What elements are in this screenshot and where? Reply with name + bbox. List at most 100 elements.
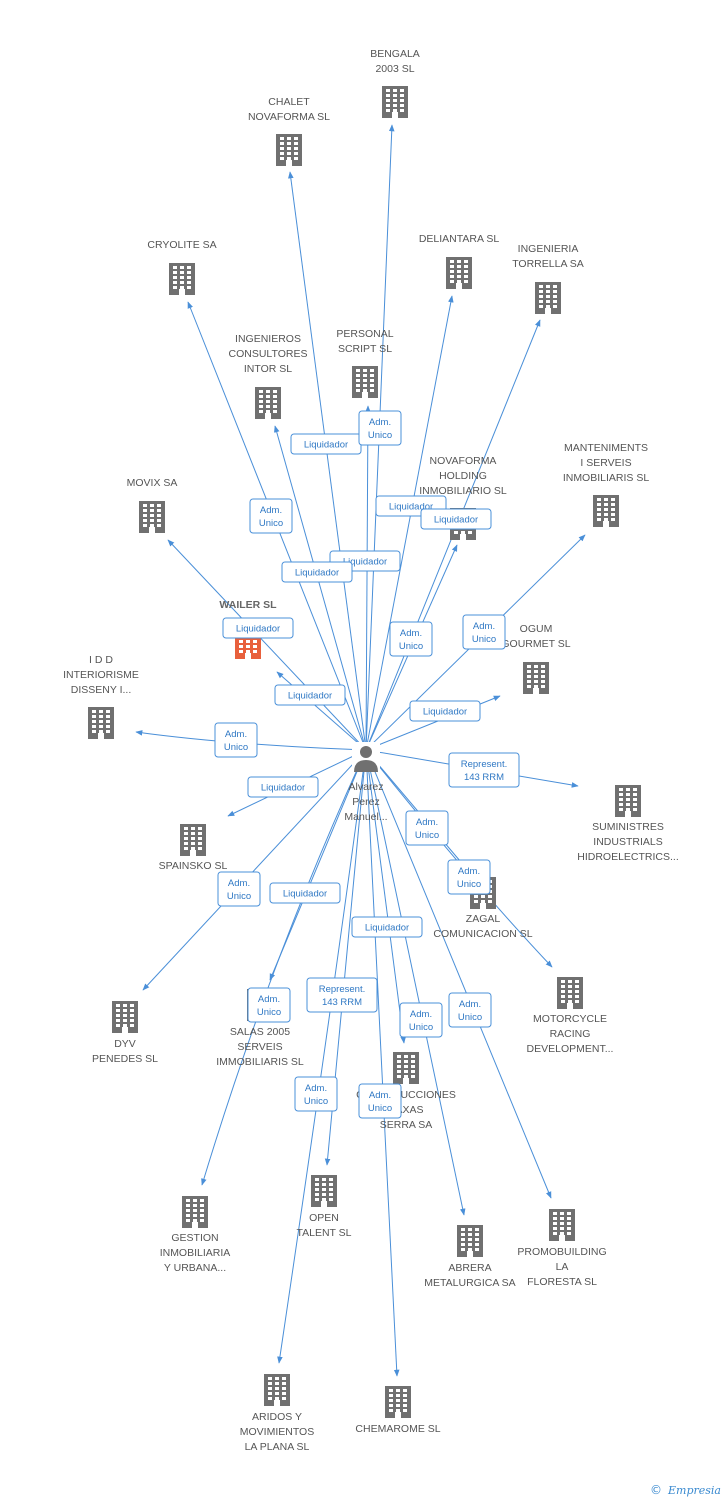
building-icon — [311, 1175, 337, 1207]
edge-label[interactable]: Represent. 143 RRM — [306, 977, 378, 1013]
company-label-line: HIDROELECTRICS... — [577, 851, 679, 863]
company-node-cryolite[interactable]: CRYOLITE SA — [147, 239, 217, 295]
edge-label[interactable]: Liquidador — [281, 561, 353, 583]
building-icon — [385, 1386, 411, 1418]
edge-label[interactable]: Adm.Unico — [247, 987, 291, 1023]
edge-label[interactable]: Adm. Unico — [462, 614, 506, 650]
edge-wailer — [276, 671, 367, 751]
edge-label-text: Liquidador — [261, 783, 305, 794]
company-label-line: INTERIORISME — [63, 669, 139, 681]
company-node-suministres[interactable]: SUMINISTRESINDUSTRIALSHIDROELECTRICS... — [577, 785, 679, 863]
edge-label[interactable]: Adm.Unico — [358, 410, 402, 446]
person-node[interactable]: AlvarezPerezManuel... — [344, 742, 388, 823]
edge-label-text: Unico — [304, 1096, 328, 1107]
edge-label-text: Liquidador — [365, 923, 409, 934]
edge-label[interactable]: Liquidador — [409, 700, 481, 722]
company-label-line: DYV — [114, 1038, 136, 1050]
company-node-movix[interactable]: MOVIX SA — [127, 477, 178, 533]
company-node-personal[interactable]: PERSONAL SCRIPT SL — [336, 328, 394, 398]
company-label-line: METALURGICA SA — [424, 1277, 515, 1289]
edge-label-text: Represent. — [319, 984, 365, 995]
edge-label-text: Represent. — [461, 759, 507, 770]
edge-label-text: Adm. — [458, 866, 480, 877]
edge-label-box — [214, 722, 258, 758]
company-label-line: MOTORCYCLE — [533, 1013, 607, 1025]
edge-label-box — [405, 810, 449, 846]
company-label-line: INTOR SL — [244, 363, 292, 375]
edge-label-text: Adm. — [400, 628, 422, 639]
footer-logo[interactable]: © Empresia — [650, 1483, 721, 1497]
company-label-line: RACING — [550, 1028, 591, 1040]
edge-label[interactable]: Adm.Unico — [214, 722, 258, 758]
edge-label-text: Adm. — [473, 621, 495, 632]
edge-label-text: Liquidador — [236, 624, 280, 635]
edge-label-text: Unico — [227, 891, 251, 902]
building-icon — [457, 1225, 483, 1257]
company-label-line: LA — [556, 1261, 569, 1273]
edge-label[interactable]: Adm.Unico — [399, 1002, 443, 1038]
edge-label-text: 143 RRM — [322, 997, 362, 1008]
edge-label-text: Unico — [399, 641, 423, 652]
company-label-line: PERSONAL — [336, 328, 393, 340]
edge-label[interactable]: Liquidador — [247, 776, 319, 798]
edge-label-box — [274, 684, 346, 706]
edge-label-text: Liquidador — [304, 440, 348, 451]
company-label-line: GOURMET SL — [501, 638, 570, 650]
company-label-line: CHALET — [268, 96, 310, 108]
edge-promobuilding — [365, 749, 552, 1199]
edge-label-box — [389, 621, 433, 657]
company-label-line: DEVELOPMENT... — [527, 1043, 614, 1055]
building-icon — [615, 785, 641, 817]
edge-label-text: Unico — [257, 1007, 281, 1018]
company-label-line: SCRIPT SL — [338, 343, 392, 355]
edge-label[interactable]: Adm.Unico — [358, 1083, 402, 1119]
edge-label[interactable]: Represent.143 RRM — [448, 752, 520, 788]
edge-label[interactable]: Liquidador — [351, 916, 423, 938]
edge-label[interactable]: Adm.Unico — [448, 992, 492, 1028]
edge-label[interactable]: Liquidador — [222, 617, 294, 639]
building-icon — [523, 662, 549, 694]
edge-label[interactable]: Liquidador — [274, 684, 346, 706]
company-node-spainsko[interactable]: SPAINSKO SL — [159, 824, 228, 872]
edge-label-text: Unico — [472, 634, 496, 645]
company-node-wailer[interactable]: WAILER SL — [219, 599, 277, 659]
edge-label-text: Liquidador — [288, 691, 332, 702]
edge-personal — [365, 405, 371, 751]
edge-label[interactable]: Adm.Unico — [447, 859, 491, 895]
edge-label-text: Unico — [368, 1103, 392, 1114]
company-node-chemarome[interactable]: CHEMAROME SL — [355, 1386, 441, 1435]
edge-label[interactable]: Adm.Unico — [405, 810, 449, 846]
edge-label-box — [399, 1002, 443, 1038]
edge-label[interactable]: Adm.Unico — [294, 1076, 338, 1112]
edge-label-box — [358, 410, 402, 446]
company-node-deliantara[interactable]: DELIANTARA SL — [419, 233, 499, 289]
company-label-line: MOVIMIENTOS — [240, 1426, 314, 1438]
edge-label[interactable]: Adm.Unico — [217, 871, 261, 907]
company-label-line: INMOBILIARIO SL — [419, 485, 507, 497]
edge-label-box — [249, 498, 293, 534]
edge-label[interactable]: Liquidador — [290, 433, 362, 455]
edge-labels-layer: LiquidadorAdm.UnicoLiquidadorLiquidadorA… — [214, 410, 520, 1119]
edge-label[interactable]: Adm. Unico — [389, 621, 433, 657]
company-label-line: INDUSTRIALS — [593, 836, 662, 848]
company-label-line: WAILER SL — [219, 599, 277, 611]
edge-label[interactable]: Liquidador — [420, 508, 492, 530]
edge-label-box — [281, 561, 353, 583]
building-icon — [112, 1001, 138, 1033]
edge-label[interactable]: Liquidador — [269, 882, 341, 904]
company-node-motorcycle[interactable]: MOTORCYCLE RACING DEVELOPMENT... — [527, 977, 614, 1055]
edge-label[interactable]: Adm.Unico — [249, 498, 293, 534]
